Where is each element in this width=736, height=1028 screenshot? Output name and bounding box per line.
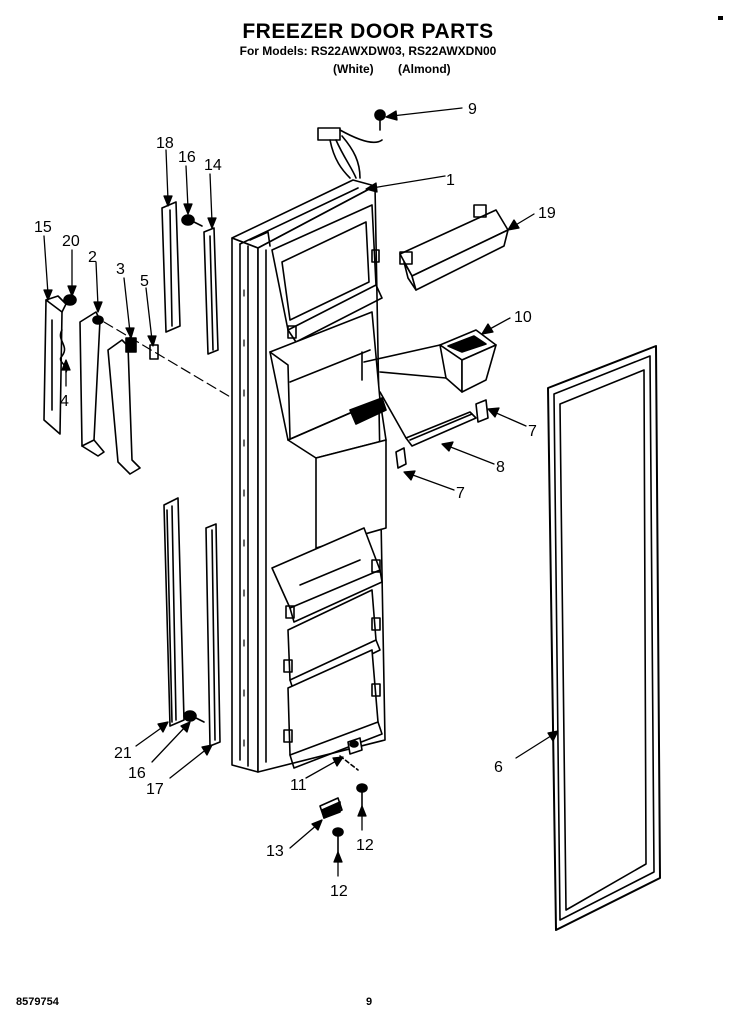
callout-14: 14: [204, 157, 222, 174]
callout-6: 6: [494, 759, 503, 776]
screw-12-right: [356, 783, 368, 807]
ice-chute-10: [363, 329, 497, 393]
handle-3: [107, 337, 141, 475]
trim-21: [163, 497, 185, 727]
trim-14: [203, 227, 219, 355]
clip-7-upper: [475, 399, 489, 423]
callout-13: 13: [266, 843, 284, 860]
callout-19: 19: [538, 205, 556, 222]
handle-bracket-2: [79, 311, 105, 457]
door-gasket-6: [547, 345, 661, 931]
screw-16-upper: [181, 214, 203, 227]
callout-1: 1: [446, 172, 455, 189]
corner-mark: [718, 16, 723, 20]
callout-2: 2: [88, 249, 97, 266]
trim-18: [161, 201, 181, 333]
document-number: 8579754: [16, 996, 59, 1008]
handle-frame-15: [43, 295, 67, 435]
callout-7-lower: 7: [456, 485, 465, 502]
callout-10: 10: [514, 309, 532, 326]
callout-18: 18: [156, 135, 174, 152]
callout-7-upper: 7: [528, 423, 537, 440]
callout-16-upper: 16: [178, 149, 196, 166]
page-title: FREEZER DOOR PARTS: [242, 20, 494, 43]
door-upper-bin: [271, 204, 383, 343]
callout-21: 21: [114, 745, 132, 762]
bracket-19: [399, 204, 509, 291]
clip-7-lower: [395, 447, 407, 469]
callout-17: 17: [146, 781, 164, 798]
hinge-pin-11: [339, 737, 363, 771]
alignment-line: [103, 321, 233, 399]
callout-9: 9: [468, 101, 477, 118]
callout-15: 15: [34, 219, 52, 236]
color-white-label: (White): [333, 62, 374, 76]
callout-5: 5: [140, 273, 149, 290]
callout-8: 8: [496, 459, 505, 476]
callout-labels: 1 2 3 4 5 6 7 7 8 9 10 11 12 12 13 14 15…: [34, 101, 556, 900]
callout-12-right: 12: [356, 837, 374, 854]
callout-3: 3: [116, 261, 125, 278]
wire-harness: [317, 127, 383, 179]
hinge-block-13: [319, 797, 343, 819]
callout-4: 4: [60, 393, 69, 410]
callout-16-lower: 16: [128, 765, 146, 782]
screw-9: [374, 109, 386, 131]
page-number: 9: [366, 996, 373, 1008]
model-numbers: For Models: RS22AWXDW03, RS22AWXDN00: [239, 44, 497, 58]
screw-12-bottom: [332, 827, 344, 853]
screw-16-lower: [183, 710, 205, 723]
leader-lines: [43, 107, 559, 877]
screw-20: [63, 294, 77, 306]
trim-17: [205, 523, 221, 747]
callout-11: 11: [290, 777, 307, 794]
callout-20: 20: [62, 233, 80, 250]
door-lower-shelves: [271, 527, 383, 769]
dispenser-housing: [269, 311, 387, 549]
callout-12-bottom: 12: [330, 883, 348, 900]
trim-slide-8: [379, 391, 477, 447]
color-almond-label: (Almond): [398, 62, 451, 76]
insert-5: [149, 344, 159, 360]
